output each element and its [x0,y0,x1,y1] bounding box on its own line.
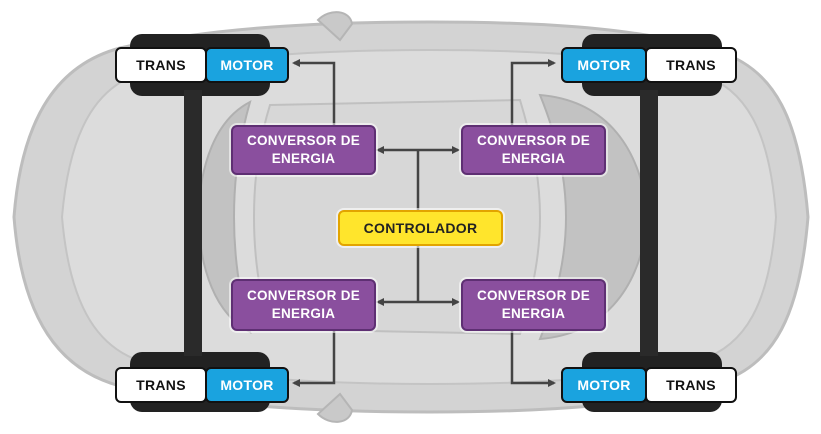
converter-top-right: CONVERSOR DE ENERGIA [461,125,606,175]
mirror-top [316,11,354,42]
mirror-bottom [316,392,354,423]
arrow-conv-to-motor-top-right [510,59,556,126]
converter-bottom-left: CONVERSOR DE ENERGIA [231,279,376,331]
trans-front-right: TRANS [645,47,737,83]
axle-right [640,90,658,356]
arrow-conv-to-motor-bottom-right [510,330,556,387]
converter-top-left: CONVERSOR DE ENERGIA [231,125,376,175]
arrow-conv-to-motor-top-left [292,59,336,126]
motor-front-right: MOTOR [561,47,647,83]
trans-front-left: TRANS [115,47,207,83]
arrow-conv-to-motor-bottom-left [292,330,336,387]
converter-bottom-right: CONVERSOR DE ENERGIA [461,279,606,331]
motor-front-left: MOTOR [205,47,289,83]
controller-box: CONTROLADOR [338,210,503,246]
axle-left [184,90,202,356]
motor-rear-right: MOTOR [561,367,647,403]
trans-rear-left: TRANS [115,367,207,403]
motor-rear-left: MOTOR [205,367,289,403]
trans-rear-right: TRANS [645,367,737,403]
